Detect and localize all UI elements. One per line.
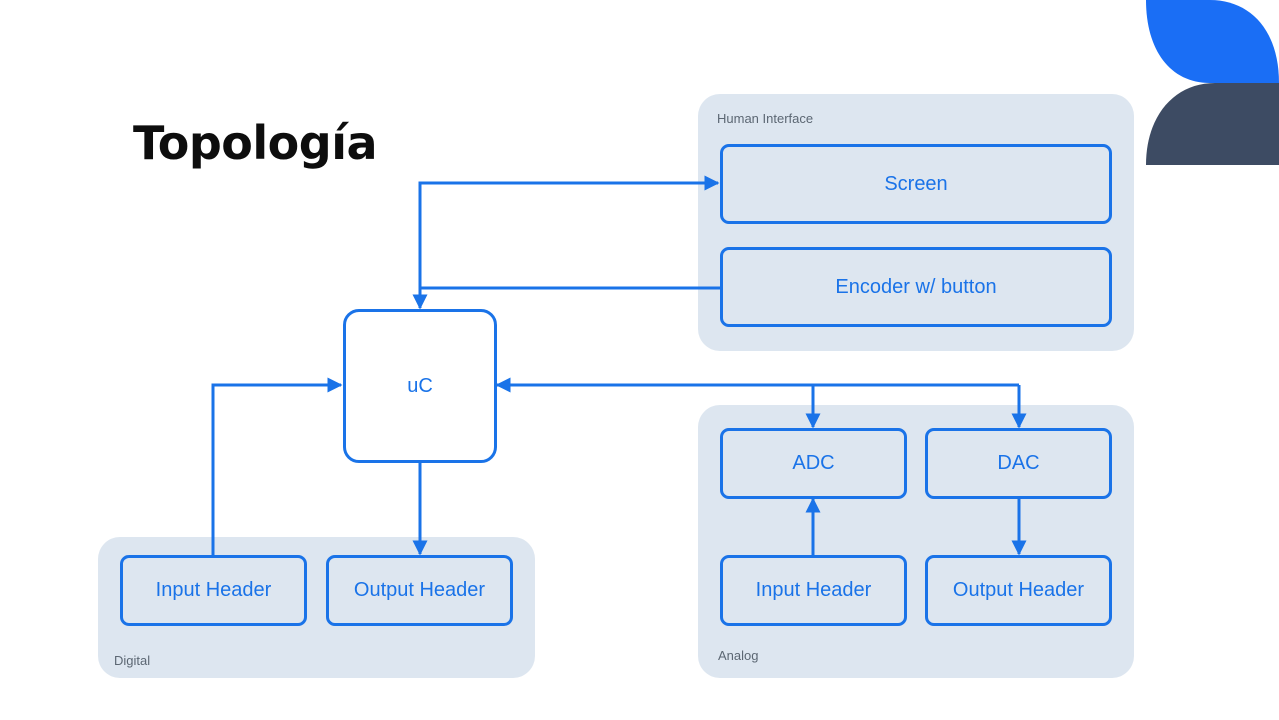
analog-input-header-node: Input Header [720,555,907,626]
edge-uc-screen [418,175,720,308]
page-title: Topología [133,116,378,170]
dac-node: DAC [925,428,1112,499]
edge-encoder-uc [412,286,720,310]
encoder-node: Encoder w/ button [720,247,1112,327]
adc-node: ADC [720,428,907,499]
group-label-human-interface: Human Interface [717,111,814,126]
uc-node: uC [343,309,497,463]
digital-input-header-node: Input Header [120,555,307,626]
group-label-analog: Analog [718,648,759,663]
digital-output-header-node: Output Header [326,555,513,626]
group-label-digital: Digital [114,653,151,668]
edge-input-uc [211,377,343,556]
logo-blue-shape [1146,0,1279,83]
screen-node: Screen [720,144,1112,224]
analog-output-header-node: Output Header [925,555,1112,626]
logo-dark-shape [1146,83,1279,165]
